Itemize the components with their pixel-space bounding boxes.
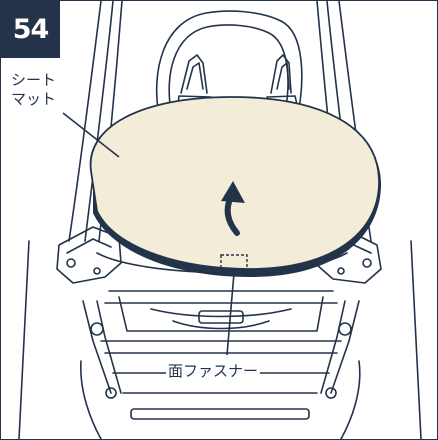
- curved-up-arrow-icon: [221, 181, 245, 236]
- seat-mat-label-line1: シート: [11, 71, 57, 89]
- fastener-leader-line: [226, 272, 235, 356]
- step-number-badge: 54: [1, 1, 60, 58]
- lower-frame: [18, 240, 422, 439]
- seat-mat-label-line2: マット: [11, 90, 57, 108]
- fastener-label: 面ファスナー: [166, 362, 261, 381]
- seat-mat-leader-line: [62, 112, 120, 158]
- seat-mat-label: シート マット: [9, 71, 59, 109]
